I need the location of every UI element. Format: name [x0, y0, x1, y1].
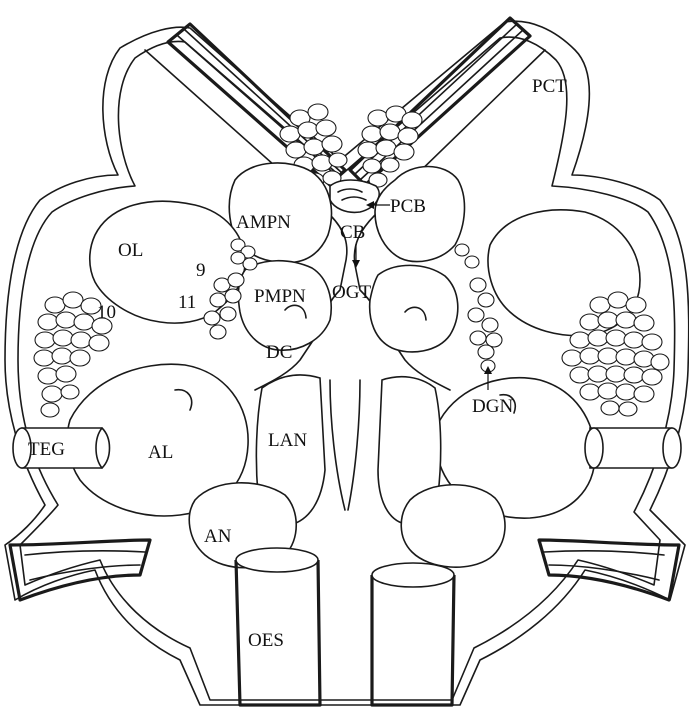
label-10: 10	[97, 302, 116, 323]
label-9: 9	[196, 260, 206, 281]
label-dc: DC	[266, 342, 292, 363]
pmpn-lobe-right	[370, 265, 458, 352]
label-pct: PCT	[532, 76, 567, 97]
label-pcb: PCB	[390, 196, 426, 217]
dgn-cell-cluster	[470, 331, 502, 372]
oes-tube-left	[236, 548, 320, 705]
label-dgn: DGN	[472, 396, 513, 417]
label-ogt: OGT	[332, 282, 371, 303]
label-11: 11	[178, 292, 196, 313]
oes-tube-right	[372, 563, 454, 705]
label-ol: OL	[118, 240, 143, 261]
label-pmpn: PMPN	[254, 286, 306, 307]
label-al: AL	[148, 442, 173, 463]
label-oes: OES	[248, 630, 284, 651]
teg-tube-right	[585, 428, 681, 468]
label-an: AN	[204, 526, 232, 547]
cb-arrow	[352, 244, 360, 268]
label-ampn: AMPN	[236, 212, 291, 233]
an-lobe-right	[401, 485, 505, 567]
label-cb: CB	[340, 222, 365, 243]
label-teg: TEG	[28, 439, 65, 460]
label-lan: LAN	[268, 430, 307, 451]
